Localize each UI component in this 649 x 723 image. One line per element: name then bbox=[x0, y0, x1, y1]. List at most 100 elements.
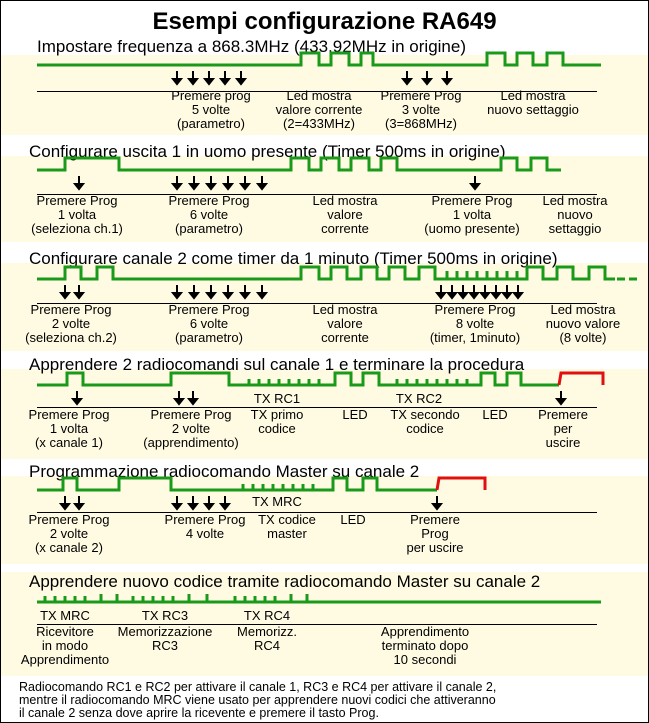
section-background bbox=[1, 55, 648, 135]
press-arrow bbox=[186, 71, 200, 86]
footer-note-line: mentre il radiocomando MRC viene usato p… bbox=[19, 693, 496, 707]
press-arrow bbox=[434, 285, 448, 300]
press-arrow bbox=[202, 71, 216, 86]
prog-press-arrows bbox=[70, 391, 568, 406]
press-arrow bbox=[58, 285, 72, 300]
press-arrow bbox=[170, 176, 184, 191]
press-arrow bbox=[186, 496, 200, 511]
press-arrow bbox=[172, 391, 186, 406]
section-frequency: Impostare frequenza a 868.3MHz (433.92MH… bbox=[1, 37, 648, 135]
tx-label: TX RC1 bbox=[253, 391, 301, 406]
tx-label: TX MRC bbox=[252, 494, 302, 509]
press-arrow bbox=[202, 496, 216, 511]
press-arrow bbox=[234, 71, 248, 86]
press-arrow bbox=[221, 285, 235, 300]
tx-label: TX MRC bbox=[40, 608, 90, 623]
signal-line bbox=[37, 371, 559, 387]
section-separator bbox=[37, 407, 597, 408]
press-arrow bbox=[170, 285, 184, 300]
section-subtitle: Configurare uscita 1 in uomo presente (T… bbox=[29, 142, 506, 161]
prog-press-arrows bbox=[58, 496, 444, 511]
press-arrow bbox=[218, 496, 232, 511]
signal-line bbox=[37, 594, 601, 604]
press-arrow bbox=[420, 71, 434, 86]
section-subtitle: Programmazione radiocomando Master su ca… bbox=[29, 462, 420, 481]
tx-label: TX RC3 bbox=[141, 608, 189, 623]
press-arrow bbox=[430, 496, 444, 511]
footer-note-line: Radiocomando RC1 e RC2 per attivare il c… bbox=[19, 680, 497, 694]
signal-line bbox=[37, 265, 615, 281]
press-arrow bbox=[186, 391, 200, 406]
press-arrow bbox=[255, 285, 269, 300]
press-arrow bbox=[500, 285, 514, 300]
prog-press-arrows bbox=[72, 176, 482, 191]
section-learn-remotes: Apprendere 2 radiocomandi sul canale 1 e… bbox=[1, 355, 648, 459]
press-arrow bbox=[456, 285, 470, 300]
signal-line bbox=[37, 156, 561, 172]
section-subtitle: Apprendere nuovo codice tramite radiocom… bbox=[29, 572, 541, 591]
timing-trace bbox=[37, 265, 637, 300]
press-arrow bbox=[72, 285, 86, 300]
step-label: LED bbox=[482, 407, 508, 422]
footer-note: Radiocomando RC1 e RC2 per attivare il c… bbox=[19, 681, 639, 720]
section-output-1: Configurare uscita 1 in uomo presente (T… bbox=[1, 142, 648, 242]
press-arrow bbox=[511, 285, 525, 300]
footer-note-line: il canale 2 senza dove aprire la riceven… bbox=[19, 706, 379, 720]
press-arrow bbox=[489, 285, 503, 300]
tx-label: TX RC4 bbox=[243, 608, 291, 623]
signal-line bbox=[37, 51, 601, 67]
section-background bbox=[1, 156, 648, 242]
press-arrow bbox=[400, 71, 414, 86]
press-arrow bbox=[445, 285, 459, 300]
section-separator bbox=[37, 194, 597, 195]
timing-trace bbox=[37, 371, 605, 406]
section-subtitle: Apprendere 2 radiocomandi sul canale 1 e… bbox=[29, 355, 525, 374]
exit-pulse bbox=[557, 371, 605, 386]
page-title: Esempi configurazione RA649 bbox=[152, 8, 497, 35]
timing-trace bbox=[37, 156, 561, 191]
press-arrow bbox=[170, 496, 184, 511]
section-subtitle: Configurare canale 2 come timer da 1 min… bbox=[29, 249, 558, 268]
section-channel-2-timer: Configurare canale 2 come timer da 1 min… bbox=[1, 249, 648, 351]
press-arrow bbox=[238, 176, 252, 191]
press-arrow bbox=[238, 285, 252, 300]
step-label: LED bbox=[342, 407, 368, 422]
section-learn-via-master: Apprendere nuovo codice tramite radiocom… bbox=[1, 572, 648, 676]
signal-line bbox=[37, 476, 437, 492]
press-arrow bbox=[218, 71, 232, 86]
press-arrow bbox=[440, 71, 454, 86]
press-arrow bbox=[70, 391, 84, 406]
press-arrow bbox=[221, 176, 235, 191]
step-label: LED bbox=[340, 512, 366, 527]
press-arrow bbox=[187, 176, 201, 191]
press-arrow bbox=[554, 391, 568, 406]
press-arrow bbox=[187, 285, 201, 300]
press-arrow bbox=[204, 176, 218, 191]
section-separator bbox=[37, 512, 597, 513]
timing-trace bbox=[37, 594, 601, 604]
press-arrow bbox=[58, 496, 72, 511]
section-master-programming: Programmazione radiocomando Master su ca… bbox=[1, 462, 648, 564]
press-arrow bbox=[467, 285, 481, 300]
